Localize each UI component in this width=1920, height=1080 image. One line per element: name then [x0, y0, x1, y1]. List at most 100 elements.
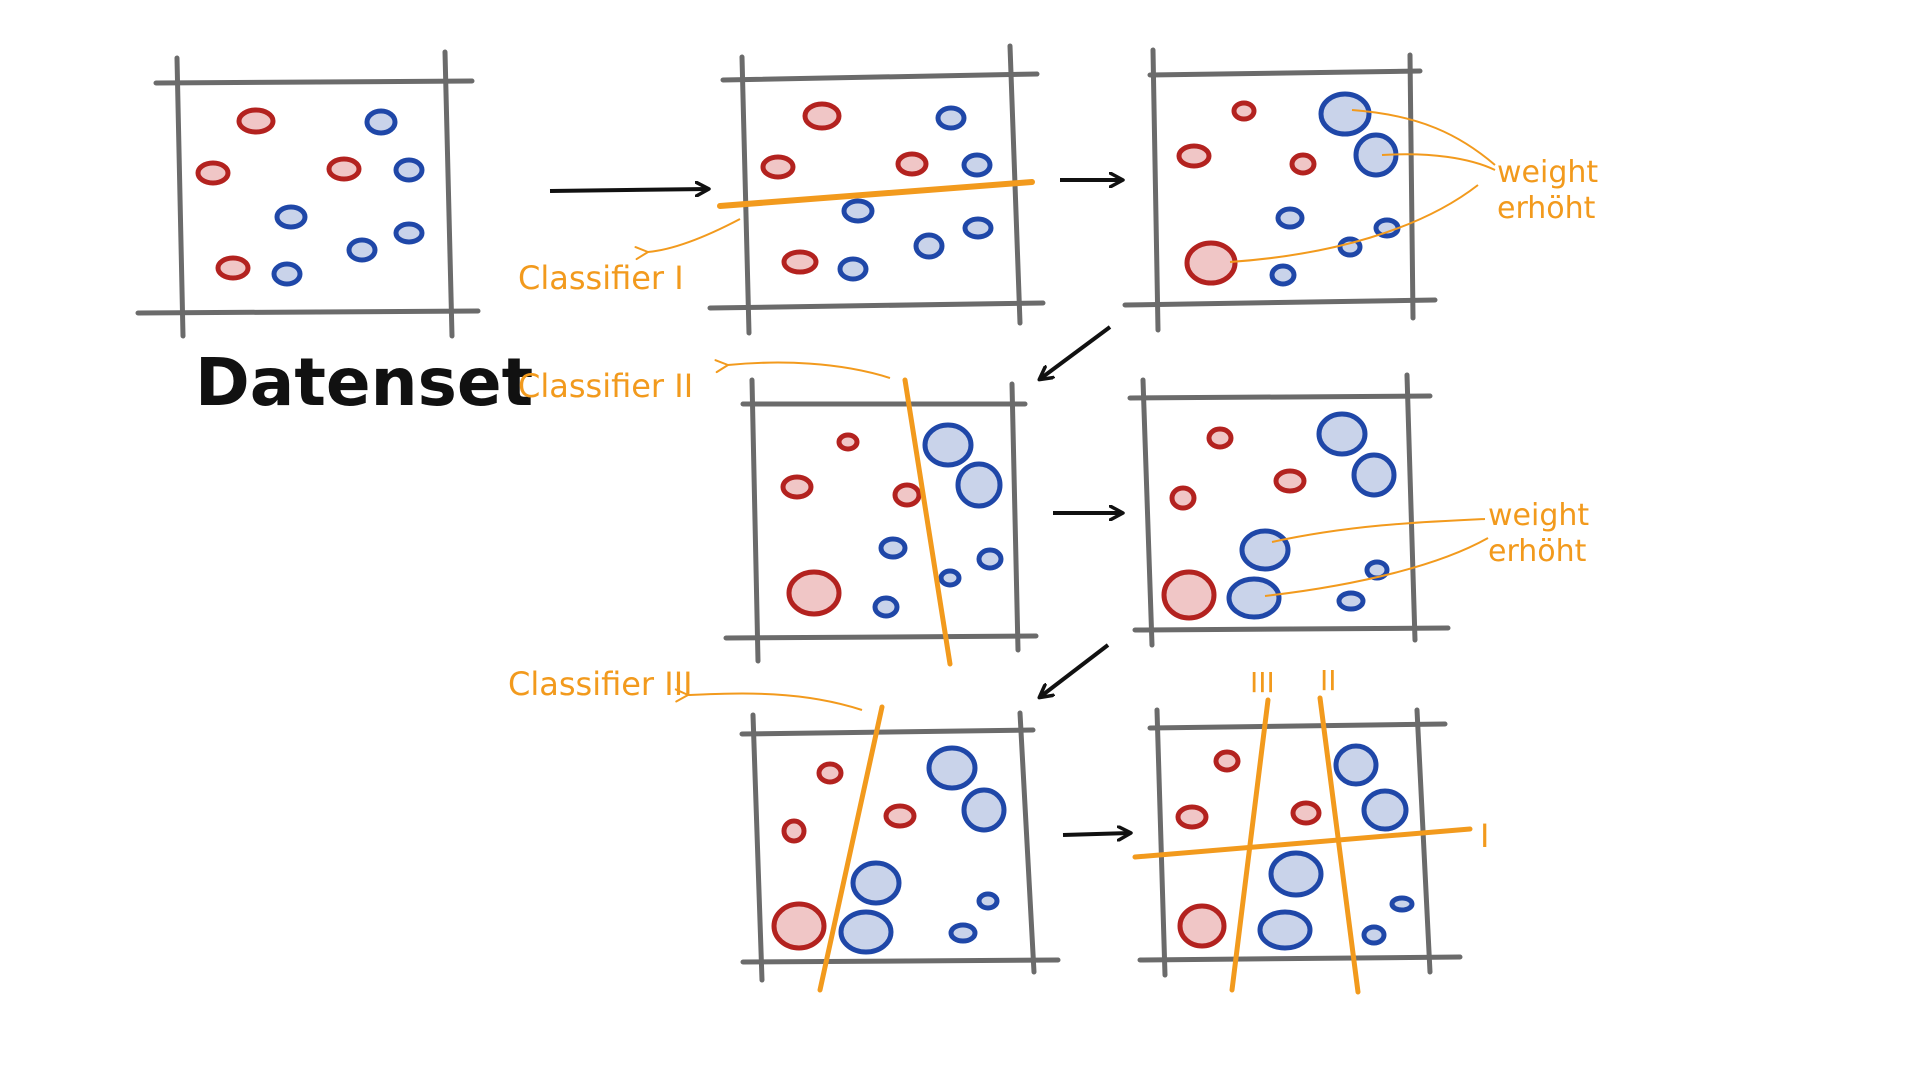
point-blue-weighted — [1318, 91, 1372, 137]
classifier-2-label: Classifier II — [518, 367, 693, 405]
panel-frame — [135, 49, 481, 339]
classifier-line-I — [717, 179, 1035, 209]
point-blue-weighted — [961, 787, 1007, 833]
ensemble-label-III: III — [1250, 666, 1275, 699]
weight-label: weight — [1488, 498, 1589, 533]
point-red — [326, 156, 362, 182]
point-red — [816, 761, 844, 785]
point-blue — [1373, 217, 1401, 239]
classifier-line-III — [817, 704, 885, 993]
point-red — [1231, 100, 1257, 122]
panel-frame — [1127, 372, 1451, 648]
classifier-line-I — [1132, 826, 1473, 860]
point-red — [781, 249, 819, 275]
panel-frame — [723, 377, 1039, 664]
flow-arrow — [1062, 833, 1130, 835]
classifier-pointer — [634, 218, 741, 261]
point-blue — [872, 595, 900, 619]
point-blue-weighted — [1316, 411, 1368, 457]
point-red — [1176, 143, 1212, 169]
point-red — [1273, 468, 1307, 494]
point-red-weighted — [771, 901, 827, 951]
point-blue — [837, 256, 869, 282]
point-red — [760, 154, 796, 180]
point-red — [892, 482, 922, 508]
point-red-weighted — [786, 569, 842, 617]
data-points — [1175, 743, 1415, 951]
panel-step3: Classifier III — [508, 665, 1061, 993]
point-blue-weighted — [926, 745, 978, 791]
point-red-weighted — [1184, 240, 1238, 286]
point-blue — [841, 198, 875, 224]
classifier-line-II — [1317, 695, 1361, 995]
point-red — [1175, 804, 1209, 830]
classifier-pointer — [674, 688, 863, 711]
point-blue — [962, 216, 994, 240]
panel-ensemble: I II III — [1132, 664, 1489, 995]
point-red — [780, 474, 814, 500]
point-blue-weighted — [1333, 743, 1379, 787]
point-red — [836, 432, 860, 452]
point-blue-weighted — [850, 860, 902, 906]
point-red — [215, 255, 251, 281]
data-points — [760, 101, 994, 282]
data-points — [1176, 91, 1401, 287]
ensemble-label-I: I — [1480, 817, 1489, 855]
point-blue-weighted — [922, 422, 974, 468]
panel-dataset: Datenset — [135, 49, 533, 421]
classifier-line-II — [902, 377, 953, 667]
ensemble-label-II: II — [1320, 664, 1337, 697]
point-blue — [1389, 895, 1415, 913]
point-blue — [913, 232, 945, 260]
point-blue — [1361, 924, 1387, 946]
panel-frame — [1122, 47, 1438, 333]
panel-frame — [1137, 707, 1463, 978]
classifier-pointer — [714, 359, 891, 379]
point-blue-weighted — [1239, 528, 1291, 572]
point-blue-weighted — [1361, 788, 1409, 832]
panel-frame — [707, 43, 1046, 336]
point-blue — [1275, 206, 1305, 230]
data-points — [1161, 411, 1397, 621]
data-points — [771, 745, 1007, 955]
point-blue — [1336, 590, 1366, 612]
point-blue — [976, 891, 1000, 911]
point-blue — [1337, 236, 1363, 258]
point-blue-weighted — [838, 909, 894, 955]
panel-reweight2: weight erhöht — [1127, 372, 1589, 648]
point-blue — [976, 547, 1004, 571]
point-blue — [935, 105, 967, 131]
dataset-label: Datenset — [195, 344, 533, 421]
data-points — [195, 107, 425, 287]
point-blue — [364, 108, 398, 136]
flow-arrow — [1040, 643, 1110, 697]
point-red — [1213, 749, 1241, 773]
point-red-weighted — [1161, 569, 1217, 621]
point-blue-weighted — [1226, 576, 1282, 620]
point-blue — [346, 237, 378, 263]
point-red — [781, 818, 807, 844]
point-red — [895, 151, 929, 177]
point-red — [1206, 426, 1234, 450]
flow-arrow — [1040, 325, 1112, 379]
panel-step1: Classifier I — [518, 43, 1046, 336]
classifier-line-III — [1229, 697, 1271, 993]
point-red — [195, 160, 231, 186]
classifier-1-label: Classifier I — [518, 259, 684, 297]
point-red — [236, 107, 276, 135]
point-blue — [878, 536, 908, 560]
point-blue-weighted — [1257, 909, 1313, 951]
point-red — [1169, 485, 1197, 511]
point-blue — [393, 221, 425, 245]
panel-reweight1: weight erhöht — [1122, 47, 1598, 333]
point-blue — [274, 204, 308, 230]
flow-arrow — [549, 189, 708, 191]
point-red — [802, 101, 842, 131]
point-blue — [961, 152, 993, 178]
weight-pointers — [1229, 109, 1496, 263]
point-red — [883, 803, 917, 829]
data-points — [780, 422, 1004, 619]
point-blue — [393, 157, 425, 183]
panel-step2: Classifier II — [518, 359, 1039, 667]
